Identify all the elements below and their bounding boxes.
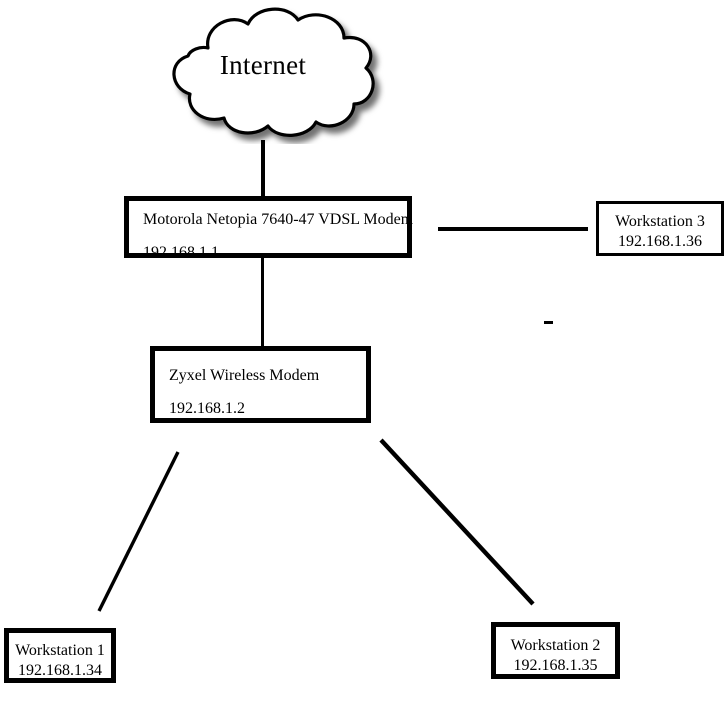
node-workstation-3-ip: 192.168.1.36 xyxy=(618,233,702,250)
node-motorola-modem[interactable]: Motorola Netopia 7640-47 VDSL Modem 192.… xyxy=(124,196,414,261)
cloud-icon xyxy=(172,7,375,137)
node-motorola-modem-text: Motorola Netopia 7640-47 VDSL Modem 192.… xyxy=(143,211,414,261)
node-workstation-2[interactable]: Workstation 2 192.168.1.35 xyxy=(491,622,620,679)
link-internet-to-motorola xyxy=(261,140,265,198)
node-workstation-2-name: Workstation 2 xyxy=(510,637,601,654)
node-zyxel-modem-name: Zyxel Wireless Modem xyxy=(169,367,320,384)
link-motorola-to-zyxel xyxy=(261,257,264,347)
node-motorola-modem-ip: 192.168.1.1 xyxy=(143,244,219,261)
node-workstation-2-ip: 192.168.1.35 xyxy=(513,657,598,674)
internet-cloud-node[interactable]: Internet xyxy=(148,2,386,144)
node-workstation-3[interactable]: Workstation 3 192.168.1.36 xyxy=(596,201,724,256)
link-motorola-to-workstation-3 xyxy=(438,227,588,231)
node-workstation-1-text: Workstation 1 192.168.1.34 xyxy=(9,643,111,679)
node-zyxel-modem[interactable]: Zyxel Wireless Modem 192.168.1.2 xyxy=(150,346,371,423)
node-workstation-3-name: Workstation 3 xyxy=(615,213,705,230)
link-zyxel-to-workstation-2 xyxy=(379,438,535,606)
stray-dash-mark xyxy=(544,321,553,324)
node-workstation-1-name: Workstation 1 xyxy=(15,642,105,659)
node-workstation-1[interactable]: Workstation 1 192.168.1.34 xyxy=(4,628,116,683)
node-workstation-1-ip: 192.168.1.34 xyxy=(18,662,102,679)
node-motorola-modem-name: Motorola Netopia 7640-47 VDSL Modem xyxy=(143,211,414,228)
node-zyxel-modem-ip: 192.168.1.2 xyxy=(169,400,245,417)
internet-label: Internet xyxy=(219,50,307,80)
node-workstation-3-text: Workstation 3 192.168.1.36 xyxy=(599,214,721,250)
node-zyxel-modem-text: Zyxel Wireless Modem 192.168.1.2 xyxy=(169,368,360,417)
link-zyxel-to-workstation-1 xyxy=(97,451,180,612)
node-workstation-2-text: Workstation 2 192.168.1.35 xyxy=(496,638,615,674)
